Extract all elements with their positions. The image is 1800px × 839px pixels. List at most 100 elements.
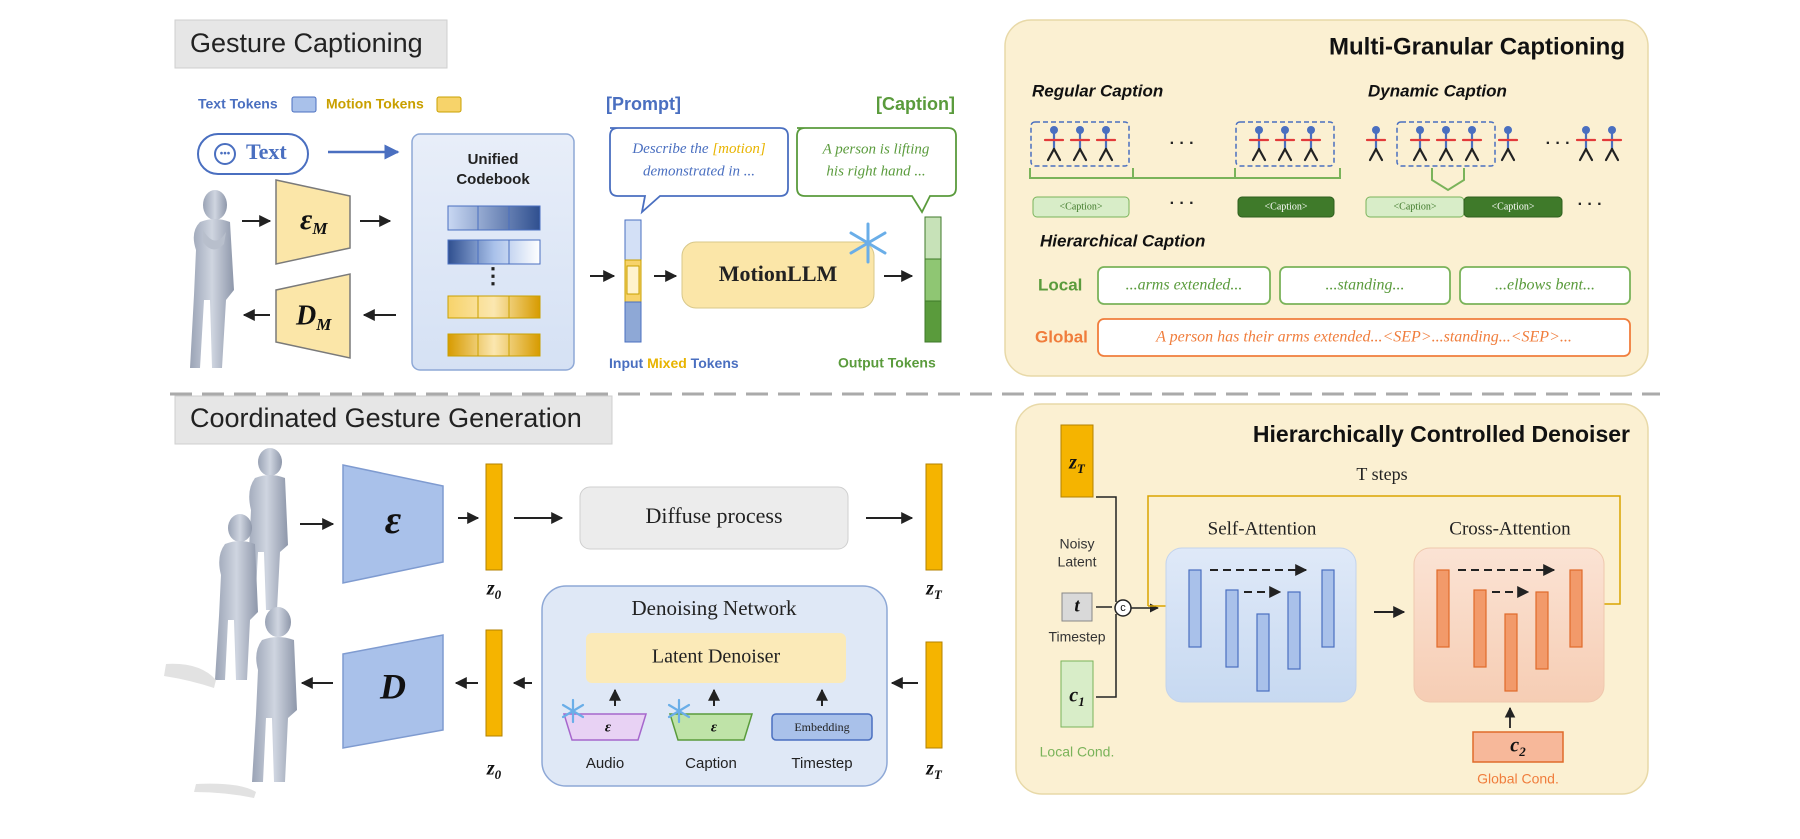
latent-z0-top [485, 463, 503, 571]
self-attention-label: Self-Attention [1208, 518, 1317, 539]
stick-figure [1461, 126, 1483, 162]
timestep-embedding [771, 713, 873, 741]
stick-figure [1575, 126, 1597, 162]
concat-symbol: c [1120, 602, 1126, 614]
regular-caption-tag-1-text: <Caption> [1060, 201, 1103, 212]
stick-figure [1365, 126, 1387, 162]
output-tokens-column [924, 216, 942, 343]
codebook-motion-entries [447, 295, 541, 357]
local-cond-label: Local Cond. [1040, 744, 1115, 760]
section-header-box [174, 19, 448, 69]
regular-caption-tag-2 [1237, 196, 1335, 218]
stick-figure [1601, 126, 1623, 162]
section-title-captioning: Gesture Captioning [190, 28, 423, 58]
audio-encoder [562, 713, 648, 741]
regular-ellipsis-tags: · · · [1170, 195, 1195, 212]
denoising-network-label: Denoising Network [631, 596, 797, 620]
z0-top-label: z0 [486, 578, 502, 602]
section-header-box-2 [174, 395, 613, 445]
t-steps-label: T steps [1356, 464, 1407, 484]
prompt-bubble [609, 127, 789, 215]
hierarchical-caption-label: Hierarchical Caption [1040, 231, 1205, 250]
caption-text-line2: his right hand ... [826, 163, 925, 179]
zT-bottom-label: zT [925, 758, 943, 782]
stick-figure [1248, 126, 1270, 162]
local-caption-2-text: ...standing... [1325, 277, 1404, 294]
dynamic-caption-tag-2-text: <Caption> [1492, 201, 1535, 212]
codebook-text-entries [447, 205, 541, 265]
caption-encoder [668, 713, 754, 741]
section-title-generation: Coordinated Gesture Generation [190, 403, 582, 433]
prompt-label: [Prompt] [606, 94, 681, 114]
regular-group-box-2 [1235, 121, 1335, 167]
stick-figure [1497, 126, 1519, 162]
global-cond-box [1472, 731, 1564, 763]
audio-snowflake-icon [561, 698, 585, 724]
motion-encoder [275, 179, 351, 265]
latent-denoiser-box [586, 633, 846, 683]
stick-figure [1409, 126, 1431, 162]
chat-dots-icon: ••• [220, 149, 231, 160]
dynamic-ellipsis-tags: · · · [1578, 196, 1603, 213]
regular-caption-tag-2-text: <Caption> [1265, 201, 1308, 212]
noisy-latent-label-1: Noisy [1059, 536, 1094, 552]
human-body-figure [190, 190, 234, 368]
regular-caption-tag-1 [1032, 196, 1130, 218]
regular-group-box-1 [1030, 121, 1130, 167]
regular-caption-label: Regular Caption [1032, 81, 1163, 100]
local-caption-1-text: ...arms extended... [1126, 277, 1243, 294]
regular-ellipsis-figures: · · · [1170, 135, 1195, 152]
diffuse-process-label: Diffuse process [645, 503, 782, 528]
timestep-label: Timestep [1048, 629, 1105, 645]
local-caption-2 [1279, 266, 1451, 305]
regular-brace [1029, 168, 1341, 179]
caption-input-label: Caption [685, 755, 737, 772]
latent-z0-bottom [485, 629, 503, 737]
motionllm-label: MotionLLM [719, 261, 838, 286]
diffuse-process-box [579, 486, 849, 550]
codebook-vdots: ⋮ [482, 263, 504, 288]
timestep-symbol: t [1074, 595, 1080, 616]
timestep-box [1061, 592, 1093, 622]
text-chip-label: Text [246, 139, 287, 164]
local-caption-1 [1097, 266, 1271, 305]
hierarchical-denoiser-panel: Hierarchically Controlled Denoiser zT No… [1015, 403, 1649, 795]
dynamic-caption-label: Dynamic Caption [1368, 81, 1507, 100]
output-tokens-label: Output Tokens [838, 355, 936, 371]
stick-figure [1069, 126, 1091, 162]
snowflake-icon [849, 222, 887, 264]
stick-figure [1095, 126, 1117, 162]
denoiser-title: Hierarchically Controlled Denoiser [1253, 421, 1630, 447]
stick-figure [1435, 126, 1457, 162]
audio-encoder-label: ε [605, 719, 612, 735]
body-sequence-figure [164, 448, 297, 798]
latent-zT-top [925, 463, 943, 571]
legend-motion-tokens: Motion Tokens [326, 96, 424, 112]
prompt-text-line1: Describe the [motion] [631, 141, 765, 157]
input-tokens-label: Input Mixed Tokens [609, 355, 739, 371]
global-caption [1097, 318, 1631, 357]
stick-figure [1274, 126, 1296, 162]
global-cond-label: Global Cond. [1477, 771, 1559, 787]
self-attention-unet-bars [1188, 569, 1335, 692]
gesture-encoder-label: ε [385, 497, 402, 542]
caption-text-line1: A person is lifting [822, 141, 930, 157]
chat-bubble-icon [214, 143, 236, 165]
stick-figure [1300, 126, 1322, 162]
dynamic-brace [1431, 168, 1465, 192]
caption-label: [Caption] [876, 94, 955, 114]
local-caption-3 [1459, 266, 1631, 305]
zT-connector [1096, 496, 1117, 602]
caption-encoder-label: ε [711, 719, 718, 735]
gesture-decoder [342, 634, 444, 749]
legend-motion-swatch [436, 96, 462, 113]
dynamic-caption-tag-2 [1463, 196, 1563, 218]
timestep-input-label: Timestep [791, 755, 852, 772]
local-caption-3-text: ...elbows bent... [1495, 277, 1595, 294]
local-cond-bar [1060, 660, 1094, 728]
prompt-text-line2: demonstrated in ... [643, 163, 755, 179]
caption-bubble [796, 127, 957, 214]
noisy-latent-bar [1060, 424, 1094, 498]
gesture-decoder-label: D [379, 666, 406, 706]
codebook-label-2: Codebook [456, 171, 530, 188]
